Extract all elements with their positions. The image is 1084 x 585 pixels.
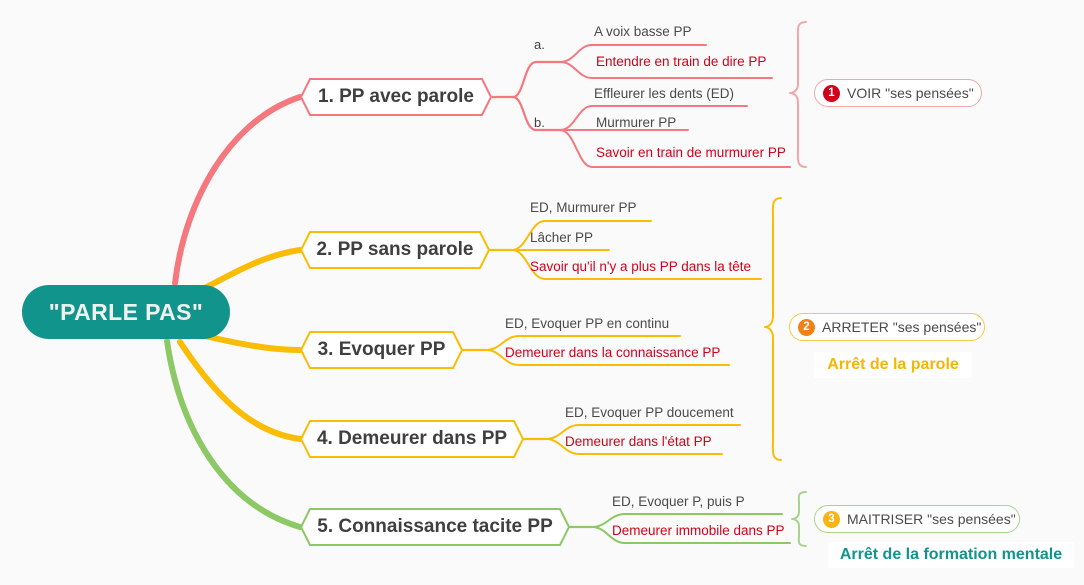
bracket-1	[789, 21, 807, 168]
leaf-branch4-2[interactable]: Demeurer dans l'état PP	[565, 434, 712, 449]
hexagon-shape-2	[300, 231, 490, 269]
summary-3-label: Arrêt de la formation mentale	[839, 546, 1063, 563]
leaf-branch3-1[interactable]: ED, Evoquer PP en continu	[505, 316, 670, 331]
leaf-branch1-b-2[interactable]: Murmurer PP	[596, 115, 677, 130]
bracket-2	[764, 197, 782, 461]
callout-2-badge: 2	[798, 318, 815, 336]
leaf-branch1-b-1[interactable]: Effleurer les dents (ED)	[594, 86, 735, 101]
callout-1[interactable]: 1 VOIR "ses pensées"	[814, 79, 982, 107]
branch-node-4-label: 4. Demeurer dans PP	[316, 428, 508, 449]
leaf-branch3-2[interactable]: Demeurer dans la connaissance PP	[505, 345, 721, 360]
root-node-label: "PARLE PAS"	[48, 298, 204, 325]
summary-2: Arrêt de la parole	[814, 352, 972, 378]
trunk-to-branch-2	[202, 247, 303, 291]
trunk-to-branch-4	[177, 339, 303, 442]
hexagon-shape-4	[300, 420, 524, 458]
callout-2-label: ARRETER "ses pensées"	[822, 319, 982, 335]
branch-node-3-label: 3. Evoquer PP	[317, 339, 446, 360]
trunk-to-branch-5	[164, 338, 303, 530]
callout-2[interactable]: 2 ARRETER "ses pensées"	[789, 313, 985, 341]
leaf-branch4-1[interactable]: ED, Evoquer PP doucement	[565, 405, 734, 420]
hexagon-shape-3	[300, 331, 463, 369]
branch-node-1[interactable]: 1. PP avec parole	[300, 78, 492, 116]
branch-node-3[interactable]: 3. Evoquer PP	[300, 331, 463, 369]
hexagon-shape-5	[300, 508, 570, 546]
callout-1-label: VOIR "ses pensées"	[847, 85, 974, 101]
leaf-branch5-1[interactable]: ED, Evoquer P, puis P	[612, 494, 745, 509]
leaf-branch2-1[interactable]: ED, Murmurer PP	[530, 200, 637, 215]
trunk-to-branch-3	[202, 333, 303, 353]
leaf-branch1-a-1[interactable]: A voix basse PP	[594, 24, 692, 39]
branch-node-2-label: 2. PP sans parole	[316, 239, 474, 260]
leaf-branch2-2[interactable]: Lâcher PP	[530, 230, 594, 245]
callout-3-label: MAITRISER "ses pensées"	[847, 511, 1016, 527]
branch-node-5-label: 5. Connaissance tacite PP	[317, 516, 553, 537]
callout-3[interactable]: 3 MAITRISER "ses pensées"	[814, 505, 1020, 533]
branch-node-5[interactable]: 5. Connaissance tacite PP	[300, 508, 570, 546]
branch-1-group-b-marker: b.	[534, 115, 545, 130]
leaf-branch2-3[interactable]: Savoir qu'il n'y a plus PP dans la tête	[530, 259, 752, 274]
summary-2-label: Arrêt de la parole	[827, 356, 959, 373]
branch-node-1-label: 1. PP avec parole	[318, 86, 474, 107]
leaf-branch5-2[interactable]: Demeurer immobile dans PP	[612, 523, 785, 538]
summary-3: Arrêt de la formation mentale	[828, 542, 1074, 568]
branch-node-4[interactable]: 4. Demeurer dans PP	[300, 420, 524, 458]
bracket-3	[791, 491, 807, 547]
leaf-branch1-a-2[interactable]: Entendre en train de dire PP	[596, 54, 767, 69]
branch-node-2[interactable]: 2. PP sans parole	[300, 231, 490, 269]
callout-1-badge: 1	[823, 84, 840, 102]
leaf-branch1-b-3[interactable]: Savoir en train de murmurer PP	[596, 145, 786, 160]
branch-1-group-a-marker: a.	[534, 37, 545, 52]
trunk-to-branch-1	[172, 94, 303, 286]
callout-3-badge: 3	[823, 510, 840, 528]
root-node[interactable]: "PARLE PAS"	[22, 285, 230, 339]
branch1-group-a-riser	[511, 60, 562, 99]
hexagon-shape-1	[300, 78, 492, 116]
